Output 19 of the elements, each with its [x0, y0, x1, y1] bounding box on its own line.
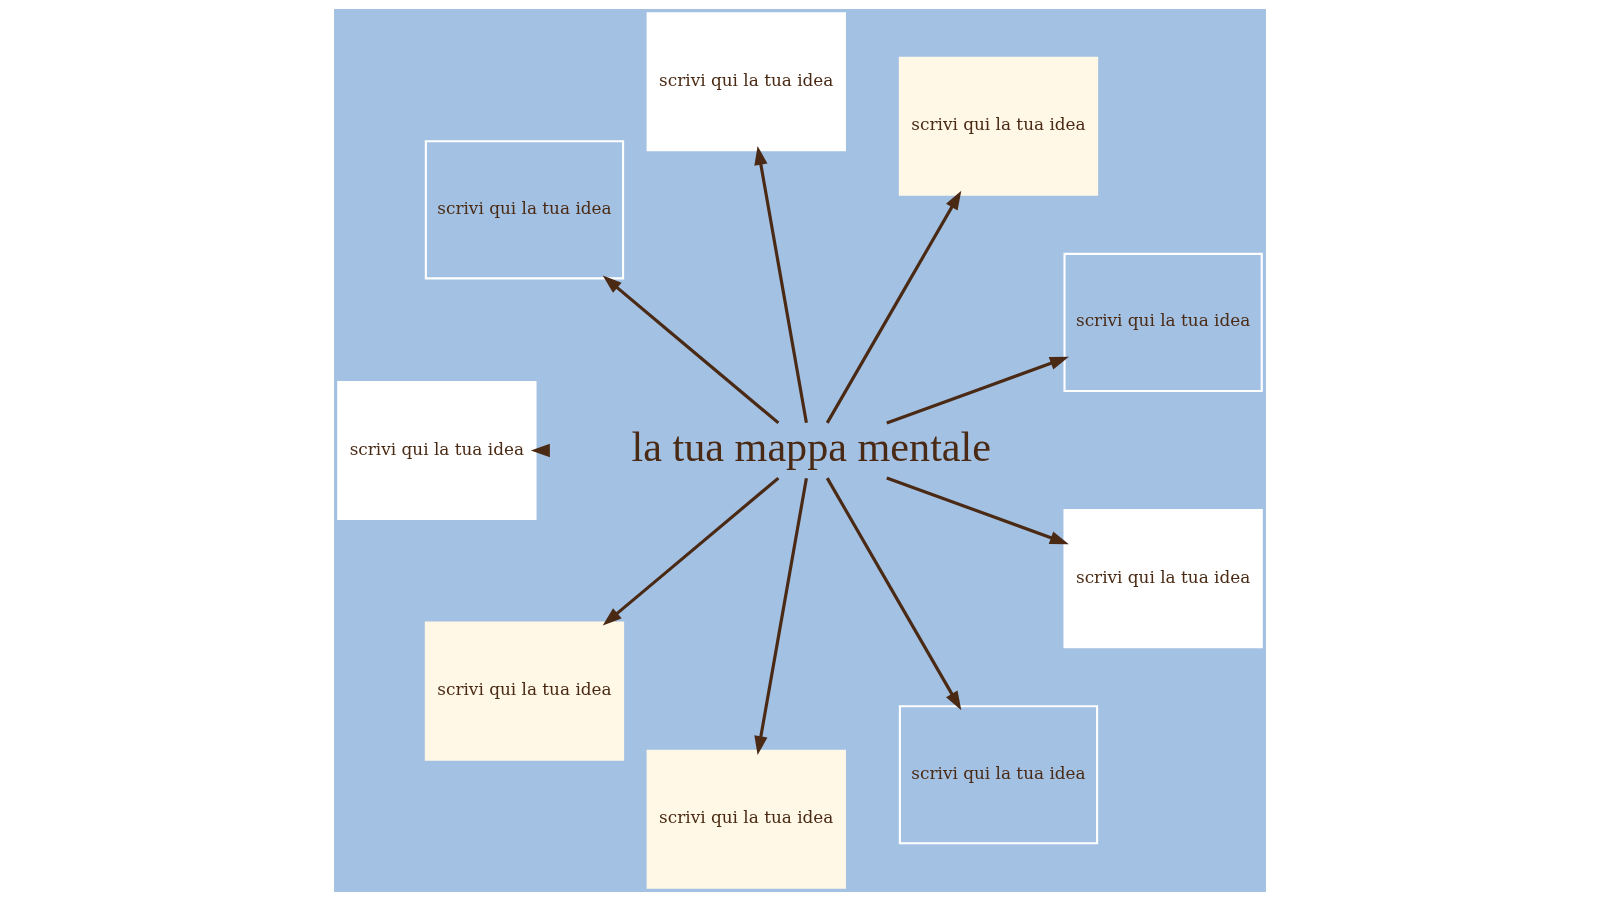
node-box: scrivi qui la tua idea	[898, 56, 1099, 196]
node-box: scrivi qui la tua idea	[646, 749, 846, 889]
node-box: scrivi qui la tua idea	[424, 621, 625, 761]
node-box: scrivi qui la tua idea	[898, 704, 1099, 844]
arrow	[825, 190, 962, 424]
node-box: scrivi qui la tua idea	[337, 380, 537, 520]
arrow	[825, 476, 962, 710]
arrow	[602, 275, 780, 424]
arrow	[754, 145, 808, 423]
arrow	[754, 477, 808, 755]
node-box: scrivi qui la tua idea	[1063, 508, 1263, 648]
arrow	[886, 476, 1069, 544]
arrow	[530, 443, 550, 457]
node-text: la tua mappa mentale	[631, 422, 992, 470]
arrow	[602, 476, 780, 625]
arrow	[886, 356, 1069, 424]
node-box: scrivi qui la tua idea	[1063, 252, 1263, 392]
node-box: scrivi qui la tua idea	[646, 11, 846, 151]
node-box: scrivi qui la tua idea	[424, 139, 625, 279]
